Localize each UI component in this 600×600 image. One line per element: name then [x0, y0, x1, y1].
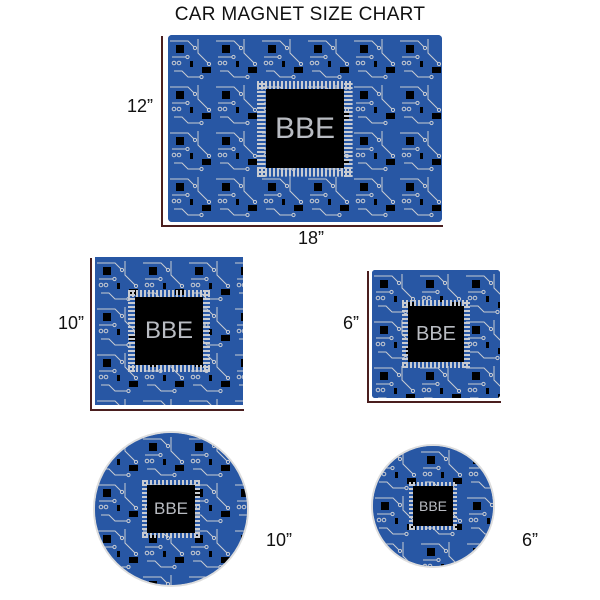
chip-text: BBE — [147, 485, 195, 533]
chip-text: BBE — [265, 89, 345, 168]
chip: BBE — [409, 482, 457, 530]
chip-text: BBE — [413, 486, 453, 526]
square-6-edge — [367, 271, 369, 402]
square-10-label: 10” — [58, 313, 85, 333]
chip: BBE — [257, 80, 353, 177]
magnet-circle-6: BBE — [373, 446, 493, 566]
chip-text: BBE — [408, 306, 464, 362]
magnet-square-10: BBE — [95, 257, 243, 405]
chip: BBE — [402, 300, 470, 368]
rect-width-line — [161, 225, 443, 227]
square-10-edge-bottom — [90, 409, 244, 411]
circle-10-label: 10” — [266, 530, 293, 550]
page-title: CAR MAGNET SIZE CHART — [174, 4, 426, 25]
chip: BBE — [128, 290, 210, 372]
square-6-label: 6” — [343, 313, 360, 333]
chip: BBE — [142, 480, 200, 538]
rect-width-label: 18” — [298, 228, 325, 248]
magnet-square-6: BBE — [372, 270, 500, 398]
square-6-edge-bottom — [367, 401, 501, 403]
rect-height-label: 12” — [127, 96, 154, 116]
square-10-edge — [90, 258, 92, 410]
rect-height-line — [161, 36, 163, 226]
magnet-rectangle-18x12: BBE — [168, 35, 442, 222]
circle-6-label: 6” — [522, 530, 539, 550]
chip-text: BBE — [135, 297, 203, 365]
magnet-circle-10: BBE — [95, 433, 247, 585]
